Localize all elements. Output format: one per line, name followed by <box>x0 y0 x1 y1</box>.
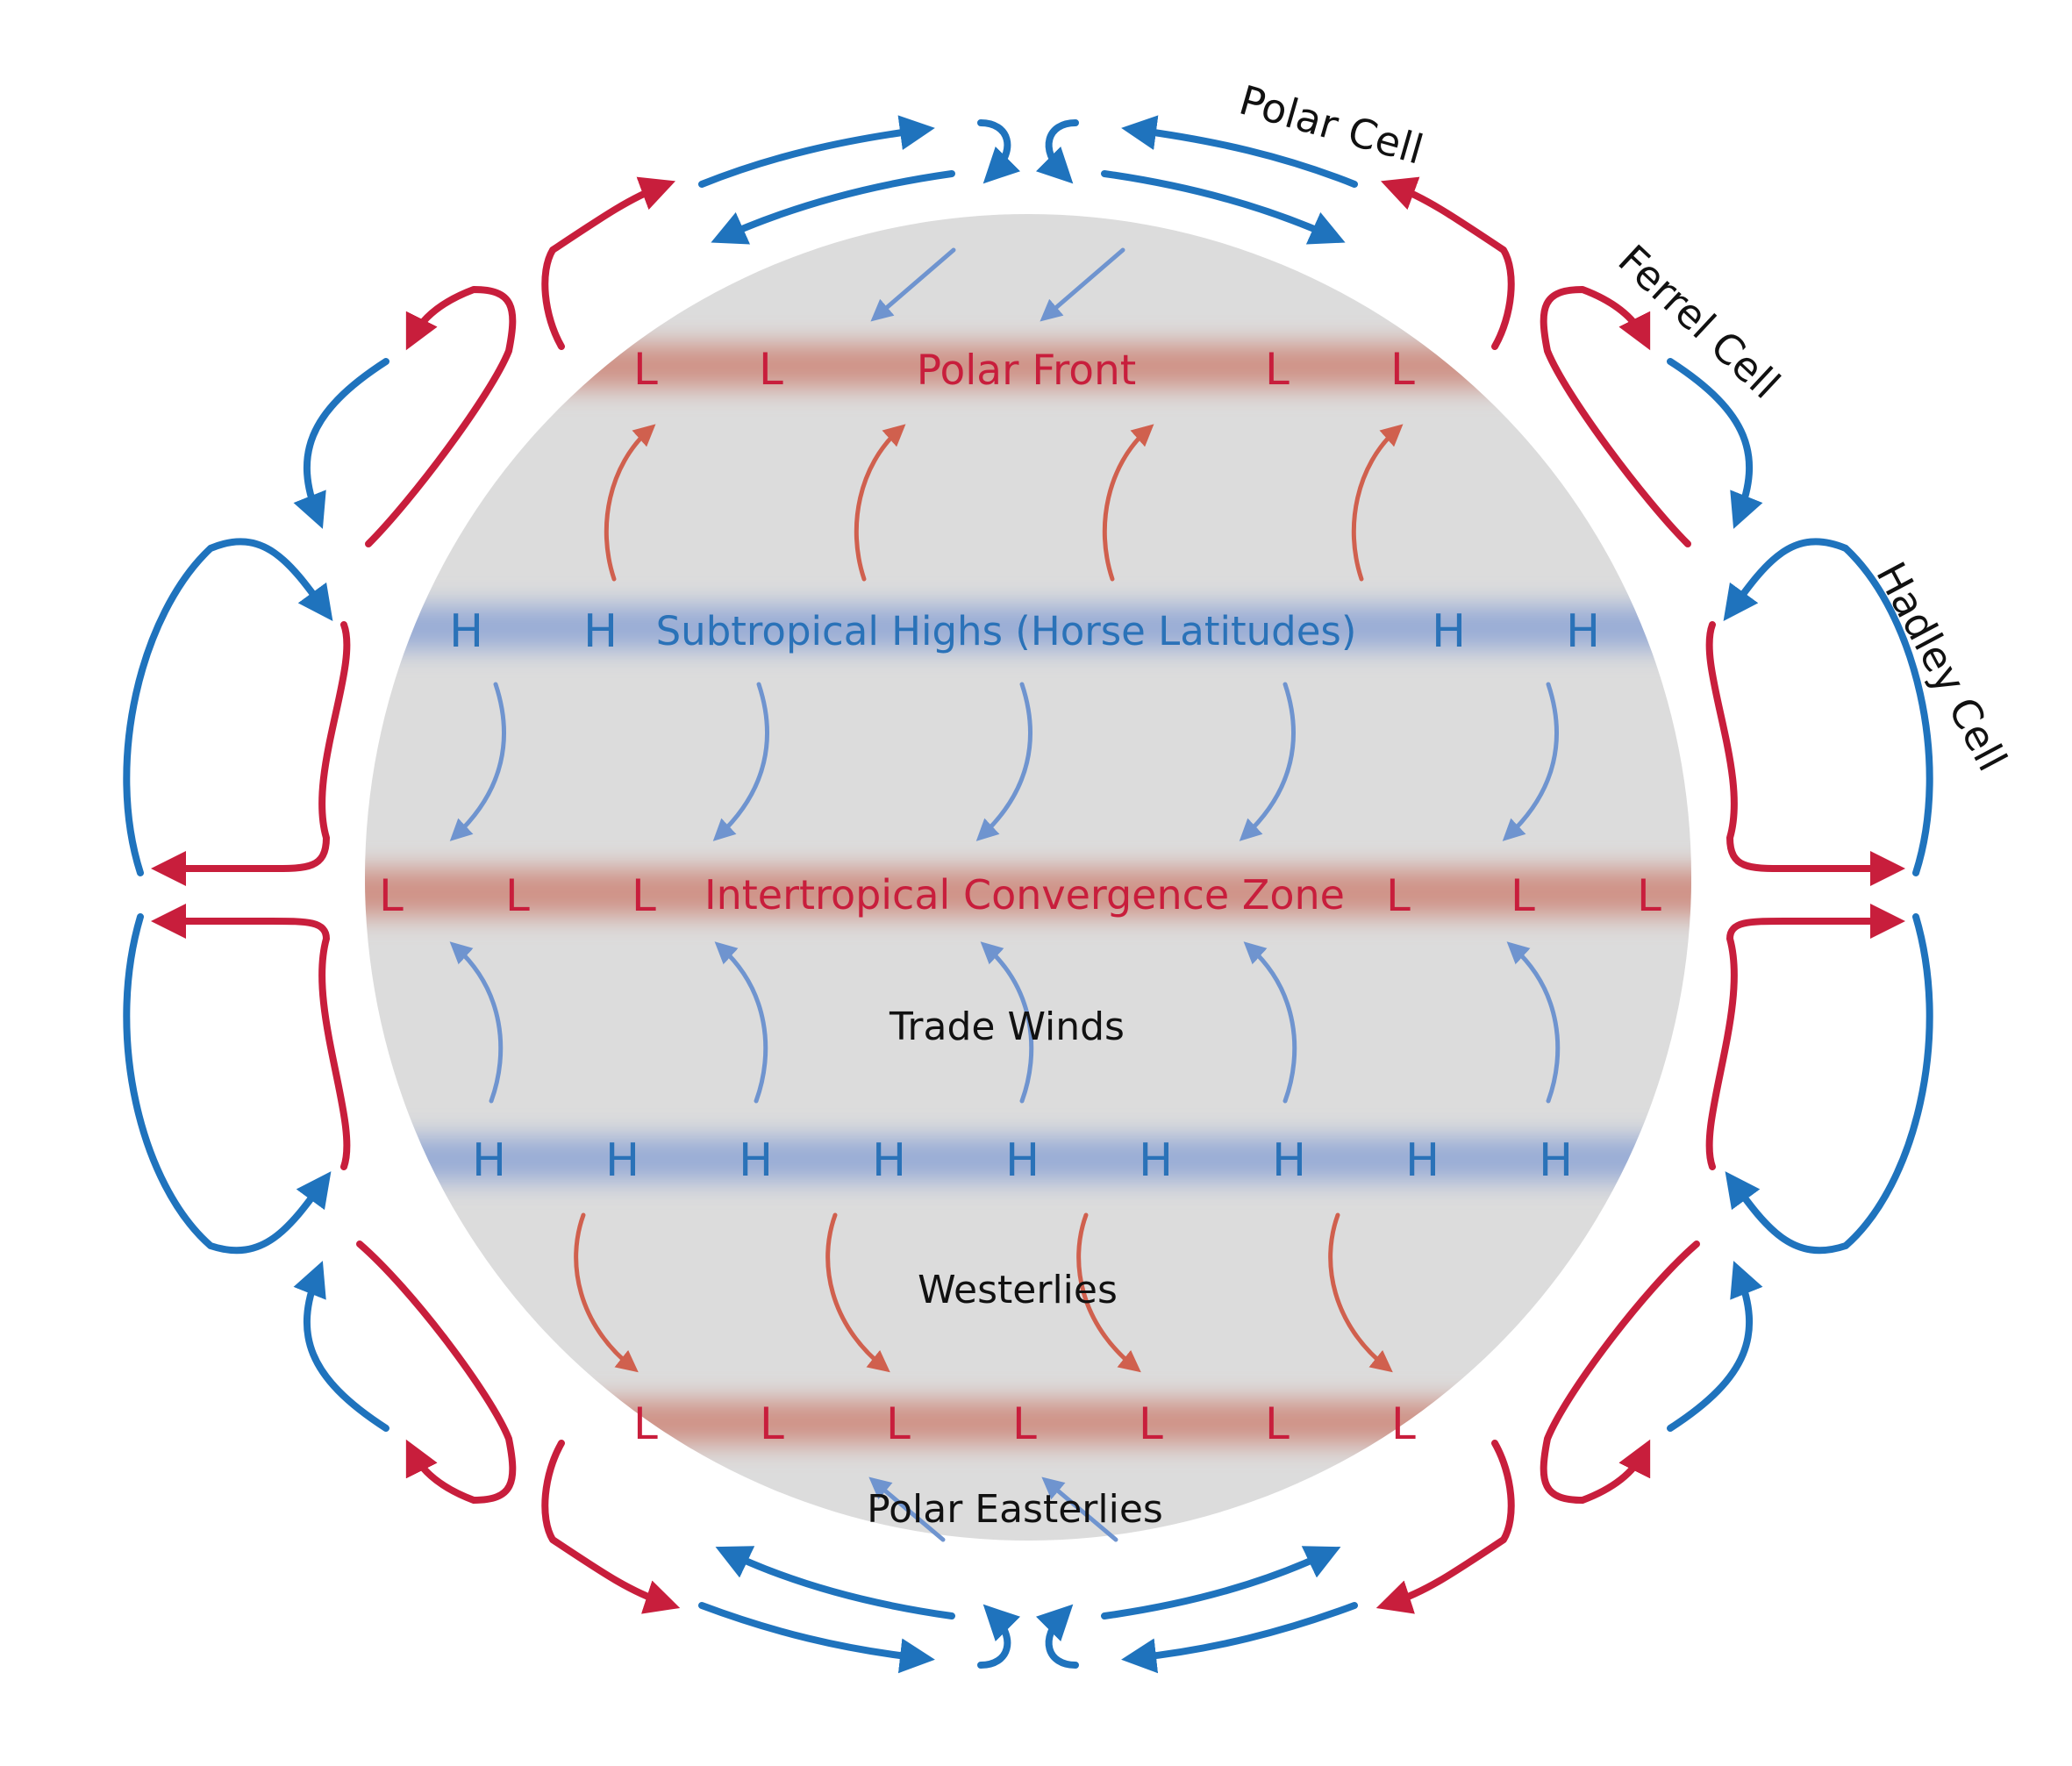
ferrel-cell-arrow <box>1381 176 1515 350</box>
polar-cell-arrow <box>1035 1604 1079 1669</box>
subtropical-high-band <box>365 605 1691 649</box>
polar-cell-arrow <box>1101 170 1346 245</box>
low-pressure-marker: L <box>759 344 783 395</box>
high-pressure-marker: H <box>1405 1134 1440 1187</box>
itcz-label: Intertropical Convergence Zone <box>704 871 1345 919</box>
low-pressure-marker: L <box>633 1398 658 1449</box>
low-pressure-marker: L <box>1511 870 1535 921</box>
southern-high-band <box>365 1137 1691 1181</box>
low-pressure-marker: L <box>1637 870 1661 921</box>
polar-easterly-arrow <box>870 247 956 322</box>
high-pressure-marker: H <box>583 605 618 658</box>
high-pressure-marker: H <box>449 605 483 658</box>
polar-cell-arrow <box>977 1604 1021 1669</box>
polar-cell-arrow <box>715 1546 955 1619</box>
high-pressure-marker: H <box>1566 605 1600 658</box>
trade-wind-arrow <box>1239 682 1296 841</box>
hadley-cell-arrow <box>123 538 333 876</box>
polar-cell-label: Polar Cell <box>1234 76 1428 174</box>
high-pressure-marker: H <box>1005 1134 1040 1187</box>
low-pressure-marker: L <box>1265 344 1290 395</box>
high-pressure-marker: H <box>472 1134 506 1187</box>
polar-cell-arrow <box>711 170 955 245</box>
low-pressure-marker: L <box>1391 1398 1416 1449</box>
ferrel-cell-arrow <box>1540 1240 1700 1504</box>
low-pressure-marker: L <box>1265 1398 1290 1449</box>
high-pressure-marker: H <box>872 1134 906 1187</box>
ferrel-cell-arrow <box>356 1240 517 1504</box>
polar-cell-arrow <box>977 119 1021 184</box>
polar-cell-arrow <box>698 1602 935 1674</box>
low-pressure-marker: L <box>632 870 656 921</box>
westerly-arrow <box>1076 1212 1141 1373</box>
trade-wind-arrow <box>980 941 1034 1104</box>
ferrel-cell-arrow <box>1667 1261 1763 1432</box>
itcz-band <box>365 869 1691 916</box>
trade-wind-arrow <box>1502 682 1559 841</box>
low-pressure-marker: L <box>1139 1398 1163 1449</box>
westerly-arrow <box>574 1212 639 1373</box>
polar-easterlies-label: Polar Easterlies <box>867 1487 1163 1532</box>
polar-cell-arrow <box>698 115 935 188</box>
trade-wind-arrow <box>714 941 768 1104</box>
low-pressure-marker: L <box>379 870 404 921</box>
low-pressure-marker: L <box>1390 344 1415 395</box>
polar-easterly-arrow <box>1040 247 1125 322</box>
high-pressure-marker: H <box>739 1134 773 1187</box>
polar-cell-arrow <box>1121 1602 1358 1674</box>
trade-winds-label: Trade Winds <box>889 1005 1125 1049</box>
high-pressure-marker: H <box>1139 1134 1173 1187</box>
high-pressure-marker: H <box>1432 605 1466 658</box>
polar-cell-arrow <box>1101 1546 1341 1619</box>
hadley-cell-arrow <box>151 621 351 886</box>
high-pressure-marker: H <box>1539 1134 1573 1187</box>
hadley-cell-arrow <box>151 904 351 1170</box>
hadley-cell-label: Hadley Cell <box>1867 554 2016 779</box>
low-pressure-marker: L <box>886 1398 911 1449</box>
polar-easterly-arrow <box>868 1476 946 1542</box>
polar-cell-arrow <box>1035 119 1079 184</box>
polar-cell-arrow <box>1121 115 1358 188</box>
polar-easterly-arrow <box>1041 1476 1118 1542</box>
ferrel-cell-arrow <box>1375 1440 1515 1614</box>
trade-wind-arrow <box>449 941 504 1104</box>
ferrel-cell-arrow <box>293 358 389 529</box>
low-pressure-marker: L <box>1012 1398 1037 1449</box>
low-pressure-marker: L <box>633 344 658 395</box>
westerly-arrow <box>1351 424 1404 582</box>
high-pressure-marker: H <box>1272 1134 1306 1187</box>
low-pressure-marker: L <box>505 870 530 921</box>
low-pressure-marker: L <box>1386 870 1411 921</box>
trade-wind-arrow <box>449 682 506 841</box>
hadley-cell-arrow <box>123 913 332 1255</box>
trade-wind-arrow <box>712 682 769 841</box>
westerly-arrow <box>1102 424 1154 582</box>
ferrel-cell-arrow <box>365 286 517 547</box>
ferrel-cell-arrow <box>1540 286 1691 547</box>
trade-wind-arrow <box>1506 941 1561 1104</box>
hadley-cell-arrow <box>1725 913 1933 1255</box>
westerlies-label: Westerlies <box>918 1268 1118 1312</box>
low-pressure-marker: L <box>760 1398 784 1449</box>
hadley-cell-arrow <box>1723 538 1933 876</box>
westerly-arrow <box>854 424 906 582</box>
ferrel-cell-arrow <box>541 176 675 350</box>
high-pressure-marker: H <box>605 1134 639 1187</box>
subtropical-highs-label: Subtropical Highs (Horse Latitudes) <box>656 608 1357 654</box>
westerly-arrow <box>825 1212 890 1373</box>
westerly-arrow <box>1328 1212 1393 1373</box>
hadley-cell-arrow <box>1705 621 1905 886</box>
ferrel-cell-arrow <box>1667 358 1763 529</box>
trade-wind-arrow <box>1243 941 1297 1104</box>
trade-wind-arrow <box>975 682 1032 841</box>
ferrel-cell-arrow <box>293 1261 389 1432</box>
hadley-cell-arrow <box>1705 904 1905 1170</box>
polar-front-label: Polar Front <box>917 347 1136 395</box>
westerly-arrow <box>604 424 656 582</box>
ferrel-cell-arrow <box>541 1440 681 1614</box>
